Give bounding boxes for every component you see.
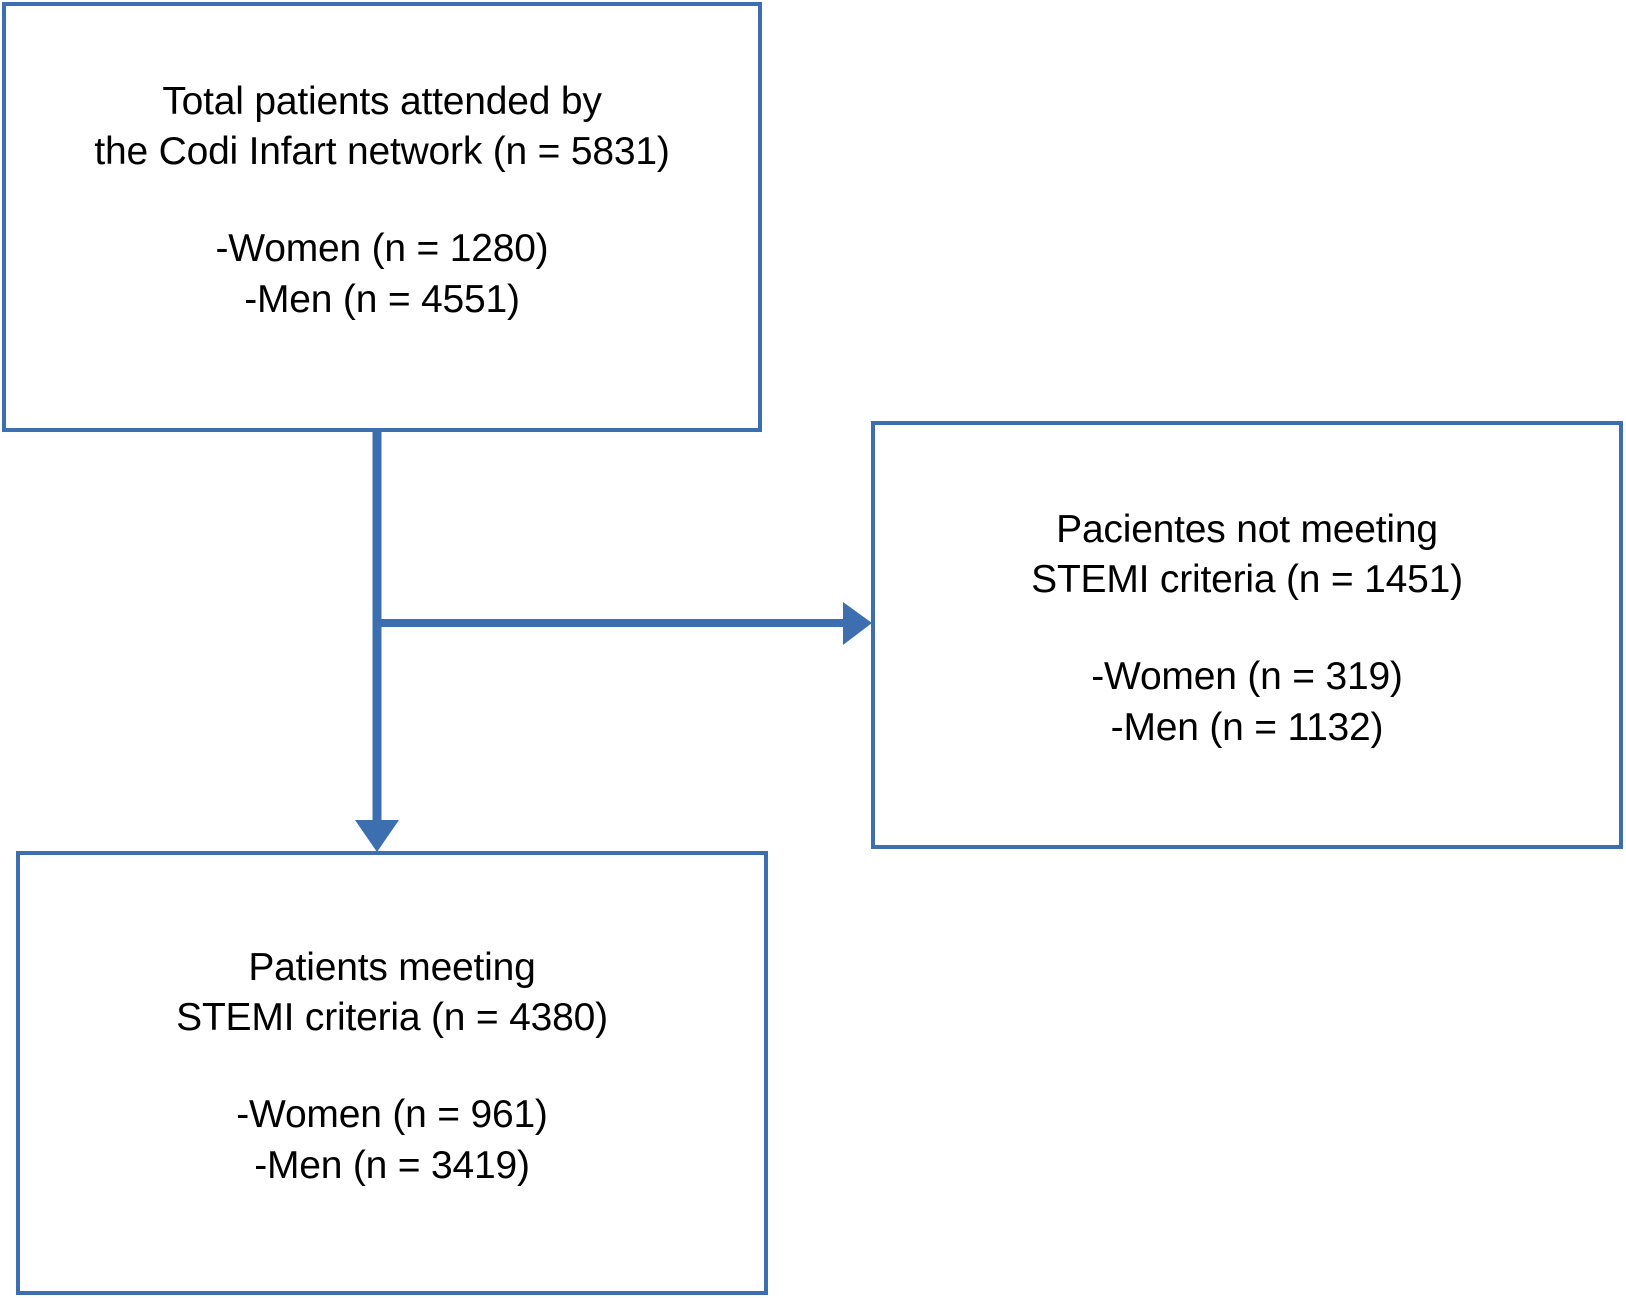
total-line-2: the Codi Infart network (n = 5831)	[94, 130, 670, 174]
excluded-spacer	[1031, 606, 1463, 652]
node-excluded-patients-text: Pacientes not meeting STEMI criteria (n …	[1031, 505, 1463, 754]
node-excluded-patients: Pacientes not meeting STEMI criteria (n …	[871, 421, 1623, 849]
included-women: -Women (n = 961)	[236, 1093, 548, 1136]
excluded-women: -Women (n = 319)	[1091, 655, 1403, 698]
excluded-line-1: Pacientes not meeting	[1056, 507, 1438, 551]
total-women: -Women (n = 1280)	[215, 227, 549, 270]
node-total-patients: Total patients attended by the Codi Infa…	[2, 2, 762, 432]
excluded-men: -Men (n = 1132)	[1110, 705, 1384, 749]
excluded-line-2: STEMI criteria (n = 1451)	[1031, 558, 1463, 602]
arrowhead-right-icon	[843, 602, 872, 645]
arrowhead-down-icon	[355, 820, 399, 852]
included-men: -Men (n = 3419)	[254, 1143, 530, 1187]
node-included-patients: Patients meeting STEMI criteria (n = 438…	[16, 851, 768, 1295]
total-spacer	[94, 178, 669, 224]
node-included-patients-text: Patients meeting STEMI criteria (n = 438…	[176, 943, 608, 1192]
included-line-2: STEMI criteria (n = 4380)	[176, 996, 608, 1040]
total-line-1: Total patients attended by	[162, 79, 602, 123]
included-line-1: Patients meeting	[248, 945, 536, 989]
total-men: -Men (n = 4551)	[244, 277, 520, 321]
node-total-patients-text: Total patients attended by the Codi Infa…	[94, 77, 669, 326]
included-spacer	[176, 1044, 608, 1090]
